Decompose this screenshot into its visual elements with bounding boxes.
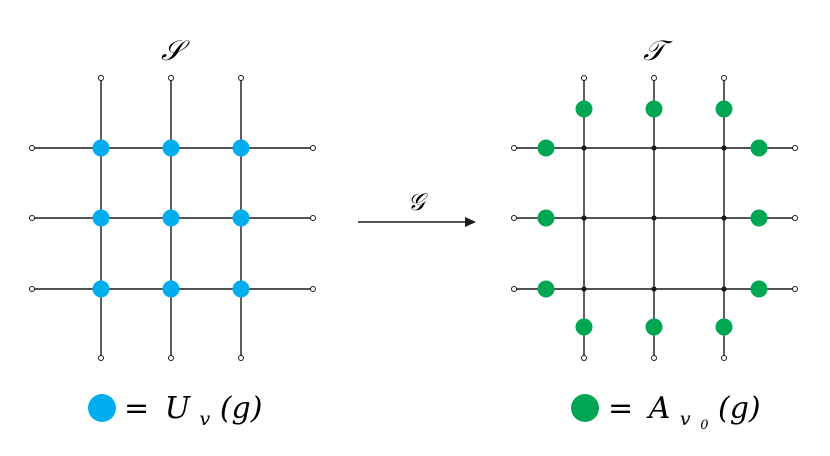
small-vertex-dot (721, 286, 727, 292)
green-boundary-node (575, 318, 593, 336)
right-open-endpoint (721, 75, 727, 81)
legend-left-equals: = (124, 391, 149, 426)
green-boundary-node (715, 100, 733, 118)
right-open-endpoint (511, 145, 517, 151)
blue-vertex-node (232, 209, 250, 227)
legend-blue-node (88, 394, 116, 422)
legend-left-subscript: v (200, 408, 211, 430)
right-open-endpoint (792, 215, 798, 221)
right-open-endpoint (511, 215, 517, 221)
small-vertex-dot (651, 286, 657, 292)
small-vertex-dot (581, 215, 587, 221)
right-grid-T (511, 75, 798, 361)
left-open-endpoint (168, 355, 174, 361)
left-grid-S (29, 75, 316, 361)
svg-text:= U v (g): = U v (g) (124, 391, 262, 433)
legend-left-symbol: U (165, 391, 192, 426)
small-vertex-dot (581, 145, 587, 151)
legend-right: = A v 0 (g) (571, 391, 761, 437)
legend-right-argument: (g) (718, 391, 761, 426)
left-open-endpoint (29, 215, 35, 221)
left-open-endpoint (98, 355, 104, 361)
green-boundary-node (537, 139, 555, 157)
blue-vertex-node (232, 280, 250, 298)
left-open-endpoint (98, 75, 104, 81)
map-arrow (358, 217, 476, 227)
legend-left-argument: (g) (220, 391, 263, 426)
right-open-endpoint (721, 355, 727, 361)
small-vertex-dot (721, 145, 727, 151)
left-open-endpoint (310, 145, 316, 151)
legend-green-node (571, 394, 599, 422)
green-boundary-node (750, 209, 768, 227)
right-open-endpoint (581, 75, 587, 81)
blue-vertex-node (162, 209, 180, 227)
small-vertex-dot (581, 286, 587, 292)
left-grid-title: 𝒮 (161, 34, 190, 67)
green-boundary-node (537, 209, 555, 227)
svg-text:= A v 0: = A v 0 (g) (608, 391, 761, 437)
green-boundary-node (715, 318, 733, 336)
green-boundary-node (537, 280, 555, 298)
left-open-endpoint (238, 75, 244, 81)
green-boundary-node (750, 139, 768, 157)
right-open-endpoint (651, 355, 657, 361)
small-vertex-dot (721, 215, 727, 221)
left-open-endpoint (238, 355, 244, 361)
blue-vertex-node (92, 139, 110, 157)
left-open-endpoint (29, 145, 35, 151)
right-open-endpoint (792, 286, 798, 292)
legend-right-symbol: A (646, 391, 671, 426)
small-vertex-dot (651, 145, 657, 151)
left-open-endpoint (310, 286, 316, 292)
green-boundary-node (645, 100, 663, 118)
left-open-endpoint (310, 215, 316, 221)
legend-right-equals: = (608, 391, 633, 426)
legend-left: = U v (g) (88, 391, 262, 433)
right-open-endpoint (511, 286, 517, 292)
map-label: 𝒢 (407, 188, 428, 216)
blue-vertex-node (162, 139, 180, 157)
legend-right-subsubscript: 0 (700, 418, 708, 433)
blue-vertex-node (92, 209, 110, 227)
blue-vertex-node (232, 139, 250, 157)
right-grid-title: 𝒯 (643, 34, 673, 67)
green-boundary-node (575, 100, 593, 118)
right-open-endpoint (651, 75, 657, 81)
left-open-endpoint (29, 286, 35, 292)
green-boundary-node (750, 280, 768, 298)
left-open-endpoint (168, 75, 174, 81)
legend-right-subscript: v (680, 408, 691, 430)
blue-vertex-node (92, 280, 110, 298)
right-open-endpoint (581, 355, 587, 361)
small-vertex-dot (651, 215, 657, 221)
green-boundary-node (645, 318, 663, 336)
blue-vertex-node (162, 280, 180, 298)
right-open-endpoint (792, 145, 798, 151)
